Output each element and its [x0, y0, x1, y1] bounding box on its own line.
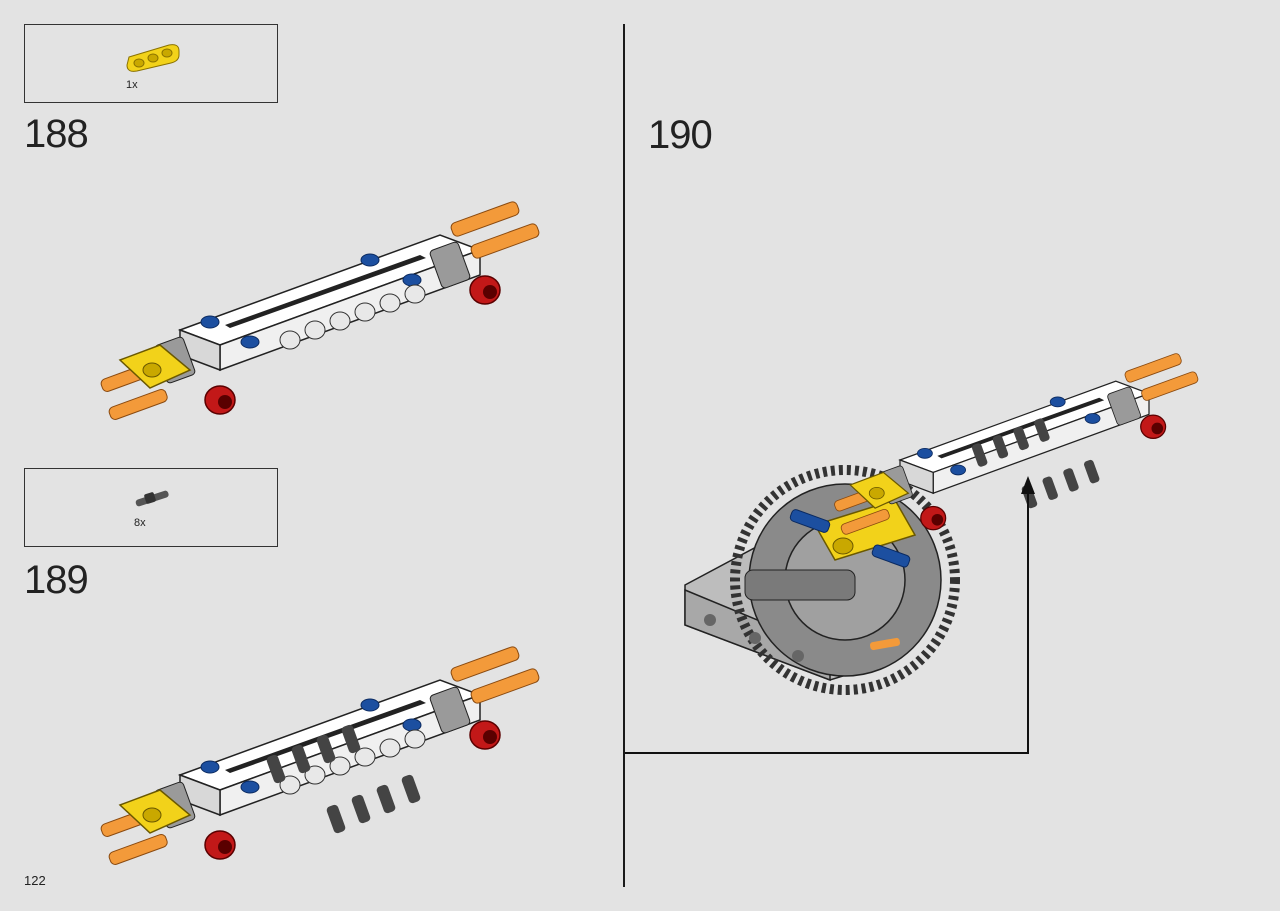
page-divider — [623, 24, 625, 887]
model-step-190 — [684, 351, 1200, 695]
part-quantity: 1x — [126, 79, 138, 91]
part-quantity: 8x — [134, 517, 146, 529]
yellow-link-part-icon — [126, 44, 180, 72]
step-number-189: 189 — [24, 558, 89, 602]
placement-arrow — [625, 476, 1035, 754]
parts-callout-step-189: 8x — [24, 468, 278, 547]
step-number-188: 188 — [24, 112, 89, 156]
step-number-190: 190 — [648, 113, 713, 157]
model-step-189 — [99, 644, 542, 867]
model-step-188 — [99, 199, 542, 422]
gray-pin-part-icon — [135, 490, 169, 507]
page-number: 122 — [24, 873, 46, 888]
parts-callout-step-188: 1x — [24, 24, 278, 103]
